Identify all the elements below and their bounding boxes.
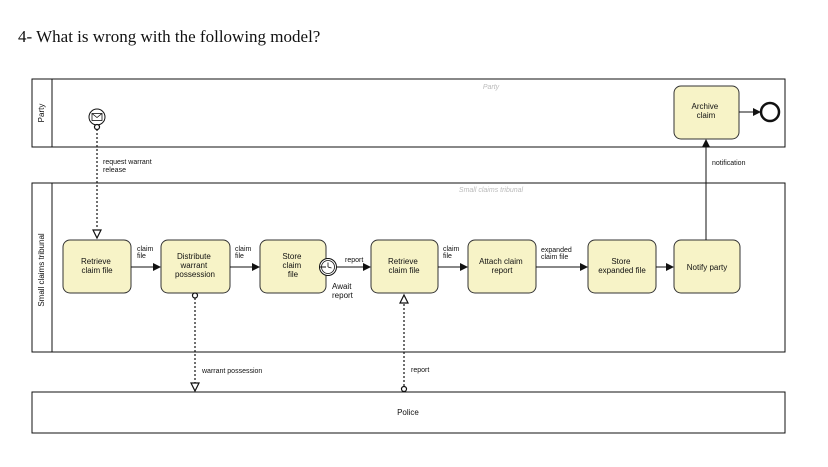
task-distribute-warrant-possession[interactable]: Distribute warrant possession bbox=[160, 239, 231, 294]
task-label: Store claim file bbox=[282, 252, 303, 279]
task-label: Store expanded file bbox=[598, 257, 646, 275]
task-label: Retrieve claim file bbox=[388, 257, 420, 275]
pool-party-watermark: Party bbox=[483, 84, 500, 91]
pool-party-label: Party bbox=[37, 104, 46, 123]
task-label: Retrieve claim file bbox=[81, 257, 113, 275]
task-label: Distribute warrant possession bbox=[175, 252, 215, 279]
flow-label-expanded-claim-file: expanded claim file bbox=[541, 247, 574, 261]
flow-label-notification: notification bbox=[712, 160, 746, 167]
timer-event bbox=[319, 258, 337, 276]
flow-label-warrant-possession: warrant possession bbox=[201, 368, 262, 375]
task-notify-party[interactable]: Notify party bbox=[673, 239, 741, 294]
task-retrieve-claim-file-2[interactable]: Retrieve claim file bbox=[370, 239, 439, 294]
message-start-event bbox=[88, 108, 106, 126]
end-event bbox=[759, 101, 781, 123]
task-retrieve-claim-file-1[interactable]: Retrieve claim file bbox=[62, 239, 132, 294]
message-flow-warrant-possession bbox=[190, 292, 200, 393]
flow-label-claim-file-2: claim file bbox=[235, 246, 253, 260]
flow-label-report: report bbox=[345, 257, 363, 264]
pool-police-label: Police bbox=[397, 408, 419, 417]
task-store-expanded-file[interactable]: Store expanded file bbox=[587, 239, 657, 294]
task-attach-claim-report[interactable]: Attach claim report bbox=[467, 239, 537, 294]
pool-party: Party Party bbox=[31, 78, 786, 148]
task-store-claim-file[interactable]: Store claim file bbox=[259, 239, 327, 294]
task-label: Notify party bbox=[687, 263, 727, 272]
message-flow-report bbox=[399, 293, 409, 393]
flow-label-report-message: report bbox=[411, 367, 429, 374]
task-label: Attach claim report bbox=[479, 257, 525, 275]
flow-label-request-warrant-release: request warrant release bbox=[103, 159, 154, 174]
pool-tribunal-watermark: Small claims tribunal bbox=[459, 187, 524, 194]
question-title: 4- What is wrong with the following mode… bbox=[18, 27, 321, 46]
sequence-flows bbox=[131, 108, 761, 271]
message-flow-request-warrant bbox=[92, 123, 102, 240]
message-flows bbox=[92, 123, 409, 393]
pool-police: Police bbox=[31, 391, 786, 434]
flow-label-claim-file-1: claim file bbox=[137, 246, 155, 260]
flow-label-claim-file-3: claim file bbox=[443, 246, 461, 260]
timer-event-label: Await report bbox=[332, 282, 354, 300]
task-archive-claim[interactable]: Archive claim bbox=[673, 85, 740, 140]
task-label: Archive claim bbox=[692, 102, 721, 120]
pool-tribunal-label: Small claims tribunal bbox=[37, 233, 46, 307]
